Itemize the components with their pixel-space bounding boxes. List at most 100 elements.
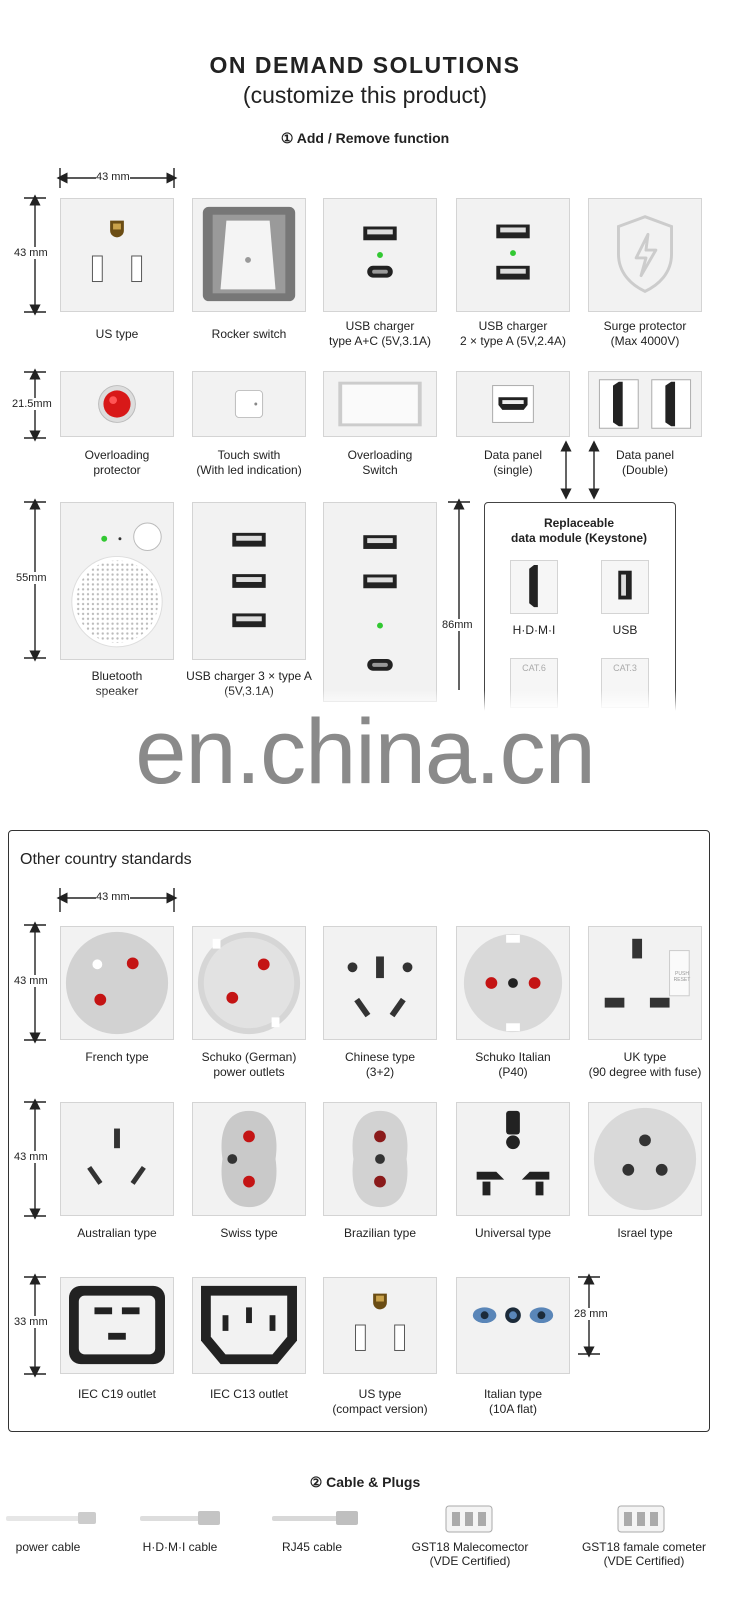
module-label: Schuko Italian (P40) [475,1050,551,1079]
usb-ports-icon [363,226,397,278]
universal-type-module [456,1102,570,1216]
data-panel-double-module [588,371,702,437]
us-compact-module [323,1277,437,1374]
section-title-cables: ② Cable & Plugs [309,1474,421,1490]
module-label: Schuko (German) power outlets [201,1050,297,1079]
module-label: USB charger type A+C (5V,3.1A) [329,319,431,348]
module-label: IEC C19 outlet [77,1387,157,1401]
page-subtitle: (customize this product) [242,82,488,108]
hdmi-port-icon [492,385,534,423]
usb-ports-icon [363,535,397,671]
data-panel-single-module [456,371,570,437]
module-label: Universal type [474,1226,552,1240]
gst18-male-connector-icon [445,1505,493,1533]
hdmi-port-icon [598,379,692,429]
module-label: USB charger 2 × type A (5V,2.4A) [460,319,566,348]
module-label: Australian type [77,1226,157,1240]
bluetooth-speaker-module [60,502,174,660]
width-dimension-label: 43 mm [96,891,130,903]
uk-socket-icon [604,938,690,1008]
cat6-label: CAT.6 [522,663,546,673]
power-cable-icon [6,1512,96,1524]
brazilian-type-module [323,1102,437,1216]
usb-ports-icon [232,532,266,628]
module-label: IEC C13 outlet [209,1387,289,1401]
usb-multi-charger-module [323,502,437,702]
width-dimension-label: 43 mm [96,171,130,183]
module-label: Touch swith (With led indication) [196,448,302,477]
keystone-hdmi-module [510,560,558,614]
cable-images [6,1505,665,1533]
australian-socket-icon [87,1128,146,1185]
module-label: Data panel (Double) [615,448,675,477]
uk-type-module: PUSH RESET [588,926,702,1040]
french-socket-icon [65,931,169,1035]
height-dimension-label: 28 mm [574,1308,608,1320]
module-label: Surge protector (Max 4000V) [603,319,687,348]
cable-label: power cable [15,1540,81,1554]
shield-lightning-icon [617,215,673,293]
iec-c13-socket-icon [201,1285,297,1365]
keystone-usb-module [601,560,649,614]
israel-type-module [588,1102,702,1216]
overload-switch-icon [338,381,422,427]
schuko-german-module [192,926,306,1040]
module-label: Overloading Switch [347,448,413,477]
module-label: Overloading protector [84,448,150,477]
height-dimension-label: 43 mm [14,247,48,259]
surge-protector-module [588,198,702,312]
touch-switch-module [192,371,306,437]
module-label: US type (compact version) [332,1387,428,1416]
module-label: Data panel (single) [483,448,543,477]
height-dimension-label: 33 mm [14,1316,48,1328]
cable-label: H·D·M·I cable [142,1540,218,1554]
speaker-grille-icon [71,522,163,648]
module-label: French type [85,1050,149,1064]
usb-ports-icon [496,224,530,280]
module-label: US type [95,327,139,341]
module-label: Rocker switch [211,327,287,341]
height-dimension-label: 43 mm [14,1151,48,1163]
brazilian-socket-icon [352,1110,408,1208]
keystone-title: Replaceable data module (Keystone) [510,516,648,545]
module-label: Brazilian type [343,1226,417,1240]
height-dimension-label: 43 mm [14,975,48,987]
swiss-type-module [192,1102,306,1216]
schuko-socket-icon [197,931,301,1035]
italian-socket-icon [472,1307,554,1324]
australian-type-module [60,1102,174,1216]
module-label: Italian type (10A flat) [483,1387,543,1416]
schuko-italian-module [456,926,570,1040]
usb-3a-charger-module [192,502,306,660]
rocker-switch-module [192,198,306,312]
touch-pad-icon [234,389,264,419]
section-title-add-remove: ① Add / Remove function [280,130,450,146]
overload-protector-module [60,371,174,437]
watermark-fade [0,690,730,820]
hdmi-cable-icon [140,1511,220,1525]
chinese-type-module [323,926,437,1040]
keystone-label: USB [612,623,638,637]
push-reset-label: PUSH RESET [673,971,691,983]
height-dimension-label: 86mm [442,619,473,631]
watermark-text: en.china.cn [135,701,596,803]
schuko-italian-socket-icon [463,933,563,1033]
usb-a-c-charger-module [323,198,437,312]
module-label: Chinese type (3+2) [344,1050,416,1079]
overload-switch-module [323,371,437,437]
module-label: Swiss type [220,1226,278,1240]
iec-c19-socket-icon [69,1285,165,1365]
height-dimension-label: 55mm [16,572,47,584]
italian-type-module [456,1277,570,1374]
gst18-female-connector-icon [617,1505,665,1533]
module-label: UK type (90 degree with fuse) [588,1050,702,1079]
other-standards-title: Other country standards [20,851,192,868]
us-socket-icon [91,220,143,283]
cable-label: GST18 famale cometer (VDE Certified) [581,1540,707,1568]
usb-port-icon [618,570,632,600]
us-socket-icon [355,1293,405,1351]
iec-c13-module [192,1277,306,1374]
iec-c19-module [60,1277,174,1374]
page-title: ON DEMAND SOLUTIONS [209,52,521,78]
israel-socket-icon [593,1107,697,1211]
